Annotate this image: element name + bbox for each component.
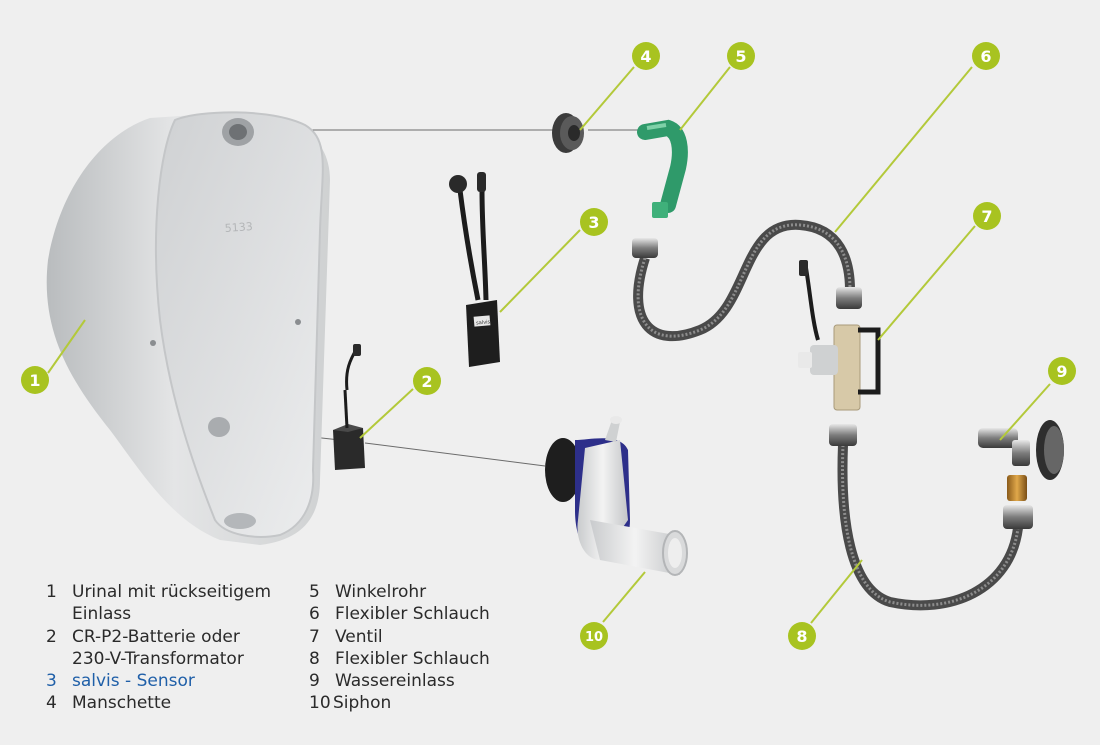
legend-item-4: 4 Manschette — [46, 692, 271, 714]
legend-number: 8 — [309, 648, 320, 669]
legend-text: Einlass — [72, 604, 132, 625]
callout-badge-6: 6 — [972, 42, 1000, 70]
legend-number: 2 — [46, 626, 57, 647]
leader-line-5 — [679, 66, 731, 131]
legend-item-2: 2 CR-P2-Batterie oder — [46, 626, 271, 648]
leader-line-3 — [499, 229, 581, 313]
leader-line-6 — [834, 66, 973, 233]
urinal-sensor-hole — [208, 417, 230, 437]
legend-text: Urinal mit rückseitigem — [72, 582, 272, 602]
legend-left: 1 Urinal mit rückseitigem Einlass 2 CR-P… — [46, 581, 271, 715]
legend-item-6: 6 Flexibler Schlauch — [309, 603, 490, 625]
leader-line-7 — [877, 225, 976, 341]
callout-label-9: 9 — [1056, 362, 1067, 381]
callout-badge-1: 1 — [21, 366, 49, 394]
callout-label-8: 8 — [796, 627, 807, 646]
legend-text: CR-P2-Batterie oder — [72, 626, 240, 647]
sleeve-illustration — [552, 113, 584, 153]
callout-label-5: 5 — [735, 47, 746, 66]
sensor-label: salvis — [476, 319, 491, 326]
leader-line-10 — [602, 571, 646, 623]
callout-label-7: 7 — [981, 207, 992, 226]
leader-lines — [47, 66, 1051, 624]
leader-line-2 — [359, 388, 414, 439]
leader-line-8 — [810, 559, 863, 624]
leader-line-1 — [47, 319, 86, 374]
legend-number: 5 — [309, 582, 320, 602]
legend-number: 4 — [46, 693, 57, 714]
callout-badge-10: 10 — [580, 622, 608, 650]
legend-number: 3 — [46, 671, 57, 692]
callout-badge-2: 2 — [413, 367, 441, 395]
callout-label-2: 2 — [421, 372, 432, 391]
callout-badge-9: 9 — [1048, 357, 1076, 385]
angled-pipe-illustration — [637, 119, 688, 218]
callout-label-10: 10 — [585, 630, 603, 645]
flexible-hose-upper-illustration — [632, 219, 862, 342]
legend-item-8: 8 Flexibler Schlauch — [309, 648, 490, 670]
legend-text: Winkelrohr — [335, 582, 427, 602]
legend-item-2-cont: 230-V-Transformator — [46, 648, 271, 670]
leader-line-9 — [999, 383, 1051, 441]
sensor-illustration: salvis — [449, 172, 500, 367]
callout-badge-3: 3 — [580, 208, 608, 236]
callout-label-3: 3 — [588, 213, 599, 232]
legend-item-3: 3 salvis - Sensor — [46, 670, 271, 692]
callout-badge-5: 5 — [727, 42, 755, 70]
legend-text: Siphon — [333, 693, 392, 714]
legend-number: 7 — [309, 626, 320, 647]
urinal-illustration: 5133 — [46, 111, 331, 545]
legend-text: Ventil — [335, 626, 383, 647]
legend-text: Flexibler Schlauch — [335, 604, 490, 625]
water-inlet-illustration — [978, 420, 1064, 501]
legend-number: 6 — [309, 604, 320, 625]
callout-label-4: 4 — [640, 47, 651, 66]
callout-label-1: 1 — [29, 371, 40, 390]
flexible-hose-lower-illustration — [829, 424, 1033, 611]
connection-line-siphon — [364, 442, 546, 467]
legend-text: 230-V-Transformator — [72, 648, 244, 669]
callout-badge-8: 8 — [788, 622, 816, 650]
legend-item-1: 1 Urinal mit rückseitigem — [46, 581, 271, 603]
legend-item-1-cont: Einlass — [46, 603, 271, 625]
legend-item-10: 10 Siphon — [309, 692, 490, 714]
callout-label-6: 6 — [980, 47, 991, 66]
valve-illustration — [798, 260, 881, 411]
legend-text: Wassereinlass — [335, 671, 455, 692]
legend-right: 5 Winkelrohr 6 Flexibler Schlauch 7 Vent… — [309, 581, 490, 715]
callout-badges: 1 2 3 4 5 6 7 8 — [21, 42, 1076, 650]
legend-item-5: 5 Winkelrohr — [309, 581, 490, 603]
legend-text: Manschette — [72, 693, 172, 714]
legend-item-9: 9 Wassereinlass — [309, 670, 490, 692]
legend-text: Flexibler Schlauch — [335, 648, 490, 669]
urinal-embossed-text: 5133 — [224, 220, 253, 235]
battery-box-illustration — [333, 344, 365, 470]
legend-number: 10 — [309, 693, 331, 714]
legend-number: 1 — [46, 582, 57, 602]
callout-badge-7: 7 — [973, 202, 1001, 230]
callout-badge-4: 4 — [632, 42, 660, 70]
siphon-illustration — [545, 416, 688, 576]
legend-number: 9 — [309, 671, 320, 692]
legend-text: salvis - Sensor — [72, 671, 195, 692]
leader-line-4 — [579, 66, 635, 131]
legend-item-7: 7 Ventil — [309, 626, 490, 648]
